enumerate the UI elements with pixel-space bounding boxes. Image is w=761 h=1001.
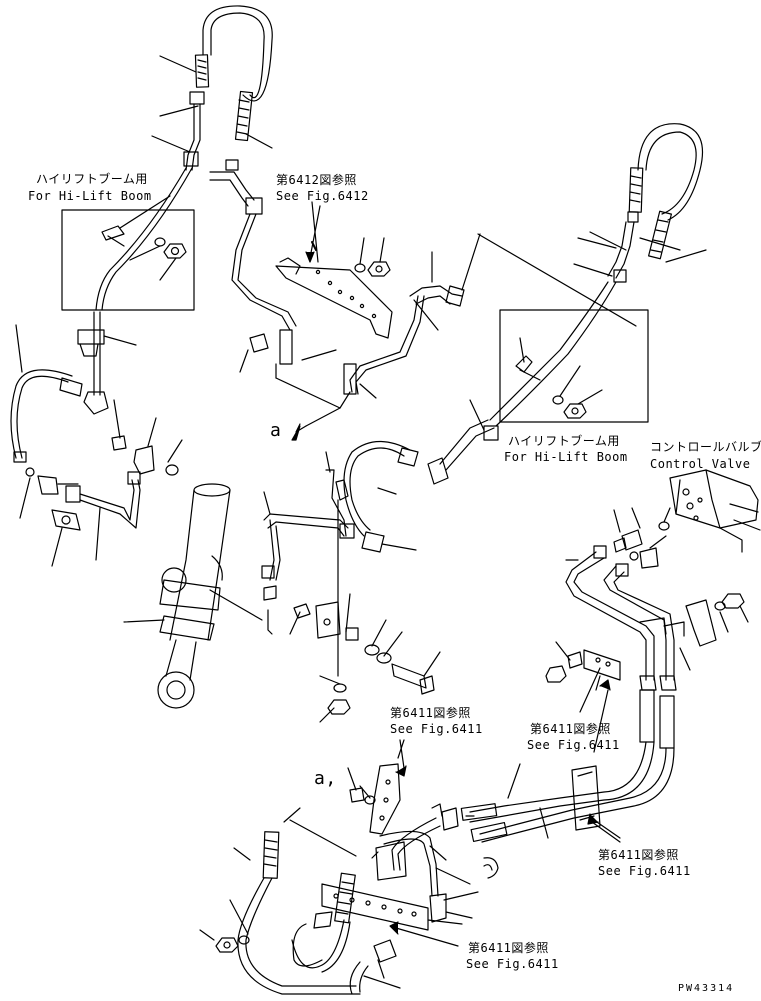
center-t-tube <box>261 451 355 635</box>
left-tube-upper <box>95 91 205 311</box>
view-a-prime-label: a, <box>314 768 337 789</box>
center-clamp <box>239 329 351 433</box>
right-tube-lower <box>427 399 499 485</box>
center-upper-tube <box>343 233 481 399</box>
hilift-label-jp-top: ハイリフトブーム用 <box>36 172 148 186</box>
fig6411d-label-en: See Fig.6411 <box>466 957 559 971</box>
left-lower-assembly <box>19 399 183 567</box>
top-left-hose-loop <box>194 5 273 142</box>
hilift-label-jp-mid: ハイリフトブーム用 <box>508 434 620 448</box>
fig6411c-label-en: See Fig.6411 <box>598 864 691 878</box>
fig6412-label-jp: 第6412図参照 <box>276 173 357 187</box>
hilift-label-en-mid: For Hi-Lift Boom <box>504 450 628 464</box>
fig6411b-label-jp: 第6411図参照 <box>530 722 611 736</box>
boom-cylinder <box>123 483 263 709</box>
left-curved-hose <box>10 324 83 463</box>
hilift-box-left <box>61 195 195 311</box>
valve-tube-plate <box>545 641 621 713</box>
bottom-hoses <box>229 807 401 995</box>
fig6412-label-en: See Fig.6412 <box>276 189 369 203</box>
bottom-left-nut <box>199 929 250 953</box>
tube-to-fig6412 <box>209 159 297 331</box>
fig6411d-label-jp: 第6411図参照 <box>468 941 549 955</box>
control-valve-label-en: Control Valve <box>650 457 751 471</box>
mount-rod-and-bolt <box>289 499 441 723</box>
bottom-bracket-6411 <box>347 739 405 835</box>
top-right-hose-loop <box>489 123 704 427</box>
long-return-hoses <box>460 741 675 843</box>
view-a-label: a <box>270 420 282 441</box>
fig6412-bracket <box>275 201 393 339</box>
drawing-code: PW43314 <box>678 983 735 994</box>
hilift-box-right <box>477 233 649 423</box>
fig6411b-label-en: See Fig.6411 <box>527 738 620 752</box>
fig6411c-label-jp: 第6411図参照 <box>598 848 679 862</box>
bottom-tubes <box>371 803 499 923</box>
control-valve-body <box>613 469 761 569</box>
part-leader-lines <box>151 55 707 361</box>
fig6411a-label-en: See Fig.6411 <box>390 722 483 736</box>
left-clamp-fitting <box>77 311 137 415</box>
leader-arrows <box>291 205 621 947</box>
hilift-label-en-top: For Hi-Lift Boom <box>28 189 152 203</box>
fig6411a-label-jp: 第6411図参照 <box>390 706 471 720</box>
control-valve-label-jp: コントロールバルブ <box>650 440 761 454</box>
center-hose <box>343 440 419 553</box>
control-valve-tubes <box>565 509 749 749</box>
